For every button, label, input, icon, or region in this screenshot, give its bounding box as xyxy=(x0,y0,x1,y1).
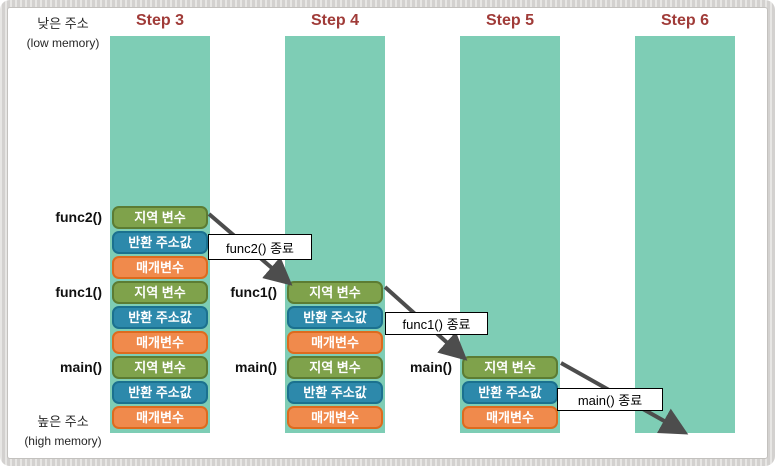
high-address-korean-label: 높은 주소 xyxy=(37,414,89,429)
function-label: func2() xyxy=(55,209,102,225)
function-label: func1() xyxy=(230,284,277,300)
stack-frame-local-variable: 지역 변수 xyxy=(287,281,383,304)
stack-frame-local-variable: 지역 변수 xyxy=(112,356,208,379)
low-memory-english-label: (low memory) xyxy=(26,36,100,50)
function-label: func1() xyxy=(55,284,102,300)
stack-frame-local-variable: 지역 변수 xyxy=(112,281,208,304)
stack-frame-return-address: 반환 주소값 xyxy=(112,381,208,404)
stack-frame-return-address: 반환 주소값 xyxy=(112,231,208,254)
stack-frame-return-address: 반환 주소값 xyxy=(462,381,558,404)
step-title: Step 4 xyxy=(310,12,359,29)
stack-frame-parameter: 매개변수 xyxy=(112,406,208,429)
stack-frame-return-address: 반환 주소값 xyxy=(287,381,383,404)
function-label: main() xyxy=(410,359,452,375)
stack-frame-parameter: 매개변수 xyxy=(287,406,383,429)
stack-frame-parameter: 매개변수 xyxy=(287,331,383,354)
stack-frame-return-address: 반환 주소값 xyxy=(112,306,208,329)
callout-func1-end: func1() 종료 xyxy=(385,312,488,335)
stack-frame-local-variable: 지역 변수 xyxy=(112,206,208,229)
low-address-korean-label: 낮은 주소 xyxy=(37,16,89,31)
stack-frame-local-variable: 지역 변수 xyxy=(287,356,383,379)
stack-frame-parameter: 매개변수 xyxy=(112,256,208,279)
memory-diagram: 낮은 주소 (low memory) 높은 주소 (high memory) S… xyxy=(7,7,768,459)
low-memory-label: 낮은 주소 (low memory) xyxy=(10,14,116,52)
function-label: main() xyxy=(235,359,277,375)
memory-column xyxy=(635,36,735,433)
step-title: Step 3 xyxy=(135,12,184,29)
callout-main-end: main() 종료 xyxy=(557,388,663,411)
stack-frame-return-address: 반환 주소값 xyxy=(287,306,383,329)
callout-func2-end: func2() 종료 xyxy=(208,234,312,260)
stack-frame-parameter: 매개변수 xyxy=(462,406,558,429)
step-title: Step 5 xyxy=(485,12,534,29)
stack-frame-parameter: 매개변수 xyxy=(112,331,208,354)
stack-frame-local-variable: 지역 변수 xyxy=(462,356,558,379)
high-memory-english-label: (high memory) xyxy=(24,434,102,448)
function-label: main() xyxy=(60,359,102,375)
step-title: Step 6 xyxy=(660,12,709,29)
high-memory-label: 높은 주소 (high memory) xyxy=(10,412,116,450)
